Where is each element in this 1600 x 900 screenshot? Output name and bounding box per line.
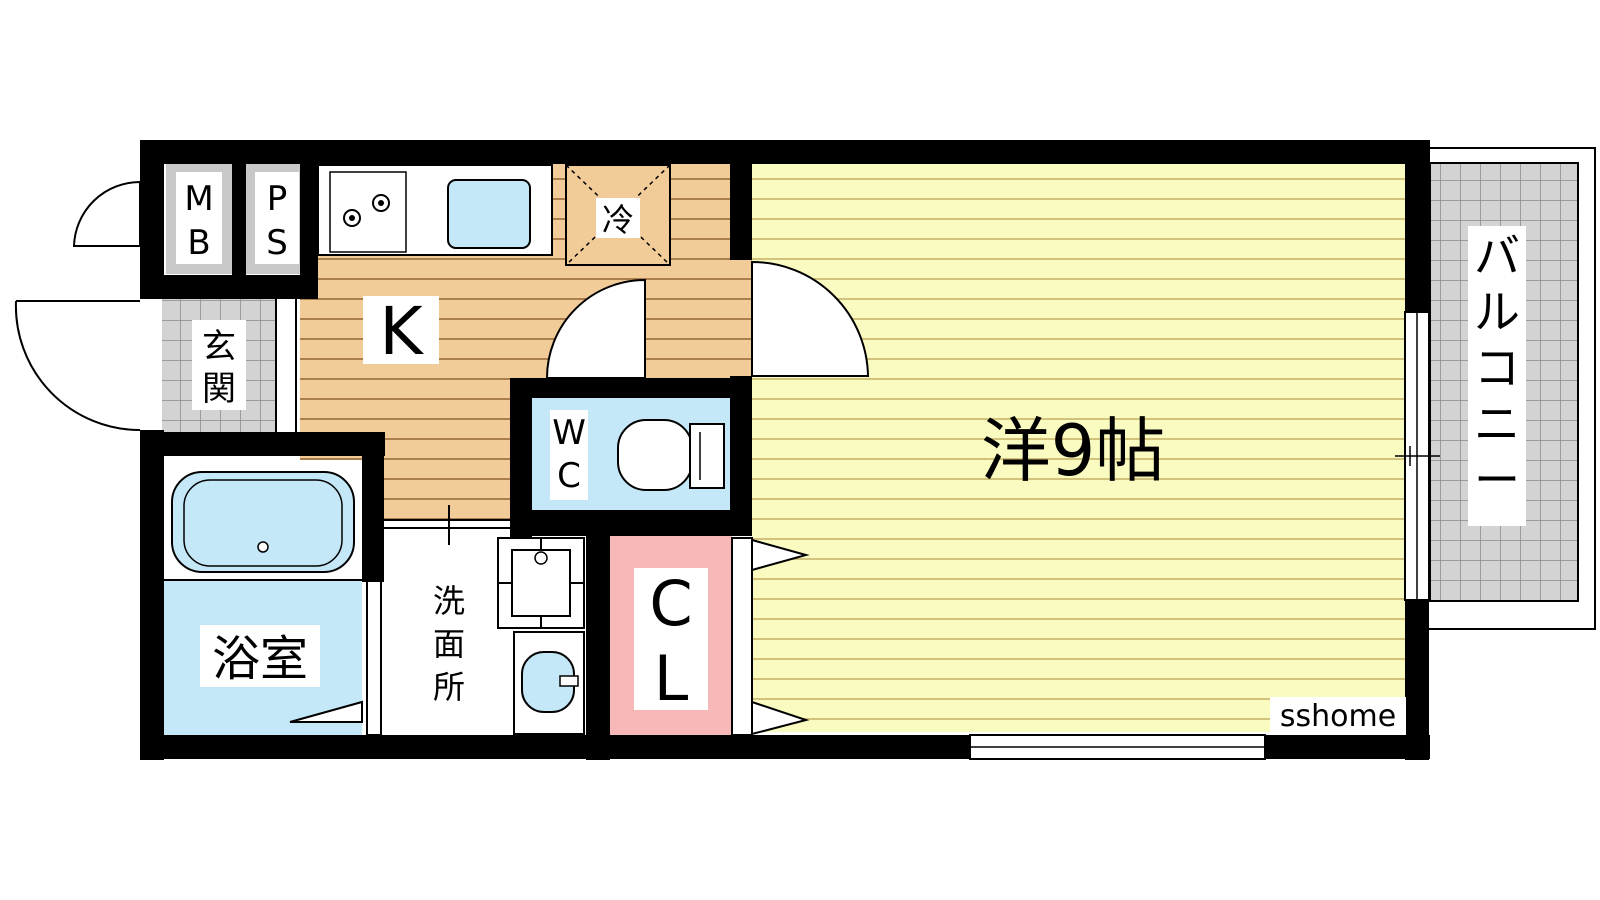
fridge-space xyxy=(565,164,671,266)
windows xyxy=(969,311,1440,760)
balcony-label-5: ー xyxy=(1474,453,1520,507)
washroom xyxy=(366,505,585,736)
washroom-label-3: 所 xyxy=(433,668,465,706)
wc-label-w: W xyxy=(552,413,586,453)
bath-label: 浴室 xyxy=(212,631,308,687)
fridge-label: 冷 xyxy=(602,201,634,239)
mb-closet xyxy=(166,162,232,274)
balcony-label-3: コ xyxy=(1474,341,1520,395)
walls xyxy=(140,140,1430,760)
closet xyxy=(610,535,753,736)
mb-label-b: B xyxy=(187,223,210,263)
balcony-label-2: ル xyxy=(1474,285,1520,339)
entrance-label-2: 関 xyxy=(202,369,236,409)
kitchen-label: K xyxy=(379,293,424,370)
western-room-label: 洋9帖 xyxy=(981,410,1166,492)
washroom-label-1: 洗 xyxy=(433,582,465,620)
ps-closet xyxy=(246,162,308,274)
mb-label-m: M xyxy=(184,179,213,219)
entrance xyxy=(162,297,297,439)
ps-label-p: P xyxy=(267,179,288,219)
closet-label-l: L xyxy=(654,642,689,715)
washroom-label-2: 面 xyxy=(433,625,465,663)
kitchen-counter xyxy=(317,164,553,256)
entrance-label-1: 玄 xyxy=(202,327,236,367)
balcony-label-1: バ xyxy=(1474,229,1520,283)
closet-label-c: C xyxy=(649,567,692,640)
bath-room xyxy=(164,460,362,735)
doors xyxy=(14,180,870,736)
wc-label-c: C xyxy=(557,456,581,496)
ps-label-s: S xyxy=(266,223,288,263)
wc-room xyxy=(530,398,730,510)
balcony-label-4: ニ xyxy=(1474,397,1520,451)
balcony xyxy=(1424,147,1596,630)
watermark-text: sshome xyxy=(1280,699,1396,734)
western-room-floor xyxy=(752,162,1415,732)
